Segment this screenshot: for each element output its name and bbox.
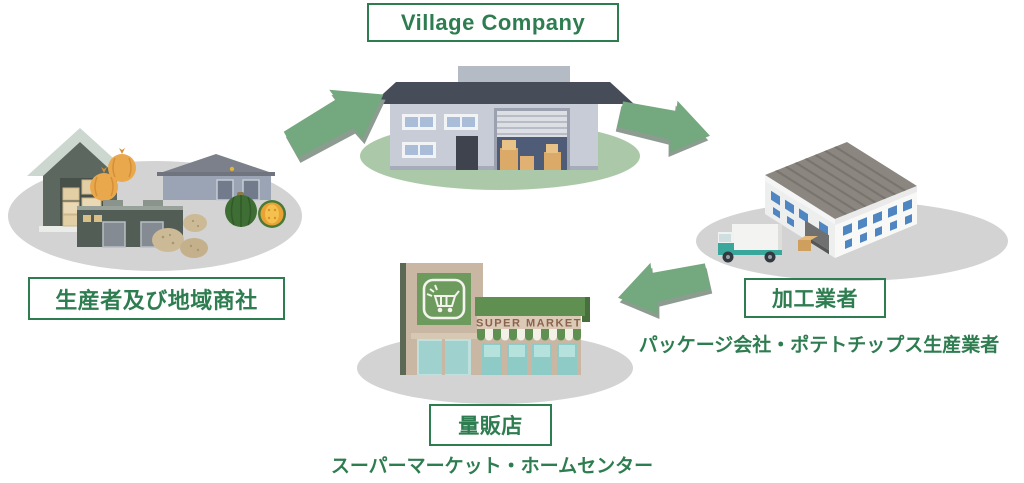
warehouse-building-icon (360, 66, 640, 190)
village-company-label-box: Village Company (367, 3, 619, 42)
factory-icon (696, 142, 1008, 281)
arrow-village-to-processor-icon (608, 79, 723, 171)
factory-building (765, 142, 917, 258)
arrow-processor-to-retailer-icon (604, 241, 719, 333)
cardboard-box-icon (798, 236, 818, 251)
village-company-illustration (358, 52, 643, 192)
farm-icon (8, 128, 302, 271)
warehouse-windows (402, 114, 478, 158)
retailer-subtitle: スーパーマーケット・ホームセンター (330, 456, 654, 477)
shopping-cart-icon (426, 284, 460, 307)
potatoes-icon (152, 214, 208, 258)
processor-subtitle: パッケージ会社・ポテトチップス生産業者 (638, 335, 1000, 356)
producer-illustration (5, 110, 305, 275)
village-company-label: Village Company (400, 9, 586, 35)
supermarket-building: SUPER MARKET (400, 263, 590, 375)
loading-dock (805, 220, 829, 251)
processor-label-box: 加工業者 (744, 278, 886, 318)
pumpkins-icon (225, 192, 286, 228)
processor-label: 加工業者 (772, 288, 858, 311)
retailer-label-box: 量販店 (429, 404, 552, 446)
arrow-producer-to-village-icon (272, 65, 404, 173)
producer-label: 生産者及び地域商社 (55, 287, 258, 313)
supermarket-icon: SUPER MARKET (357, 263, 633, 404)
processor-illustration (690, 140, 1020, 282)
delivery-truck-icon (718, 224, 782, 263)
cardboard-boxes (500, 140, 561, 170)
storefront-windows (482, 343, 577, 375)
factory-windows-right (843, 199, 912, 249)
onions-icon (90, 148, 136, 201)
shopping-cart-sign (417, 273, 471, 325)
farm-warehouse (157, 154, 275, 201)
retailer-label: 量販店 (458, 415, 523, 438)
entrance-doors (417, 339, 471, 375)
loading-bay (494, 108, 570, 170)
storefront-fascia (475, 297, 585, 316)
warehouse-door (456, 136, 478, 170)
producer-label-box: 生産者及び地域商社 (28, 277, 285, 320)
supermarket-sign-text: SUPER MARKET (476, 318, 582, 330)
striped-awning (477, 329, 581, 341)
warehouse-building (372, 66, 634, 170)
retailer-illustration: SUPER MARKET (355, 255, 640, 405)
store-name-band (477, 316, 581, 329)
